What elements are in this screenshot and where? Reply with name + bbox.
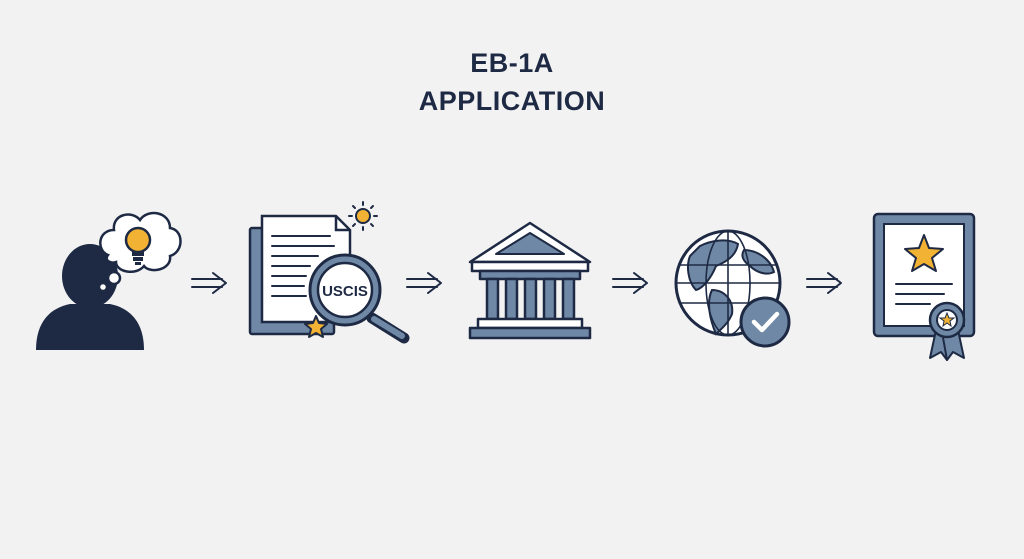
title-line-1: EB-1A (470, 48, 554, 78)
checkmark-badge-icon (739, 296, 791, 348)
flow-arrow-4 (806, 272, 842, 294)
globe-approved-icon (674, 229, 791, 348)
lightbulb-icon (124, 226, 152, 265)
sun-icon (348, 201, 378, 231)
government-building-icon (468, 221, 592, 340)
certificate-award-icon (872, 212, 976, 361)
uscis-document-review-icon: USCIS (248, 201, 410, 344)
certificate-star-icon (904, 234, 944, 272)
uscis-label: USCIS (322, 283, 368, 300)
title-line-2: APPLICATION (418, 86, 606, 116)
magnifying-glass-icon: USCIS (308, 253, 410, 344)
ribbon-seal-icon (928, 301, 966, 361)
flow-arrow-3 (612, 272, 648, 294)
star-badge-icon (304, 315, 328, 338)
flow-arrow-2 (406, 272, 442, 294)
flow-arrow-1 (191, 272, 227, 294)
person-with-idea-icon (36, 211, 182, 350)
diagram-title: EB-1A APPLICATION (0, 44, 1024, 120)
